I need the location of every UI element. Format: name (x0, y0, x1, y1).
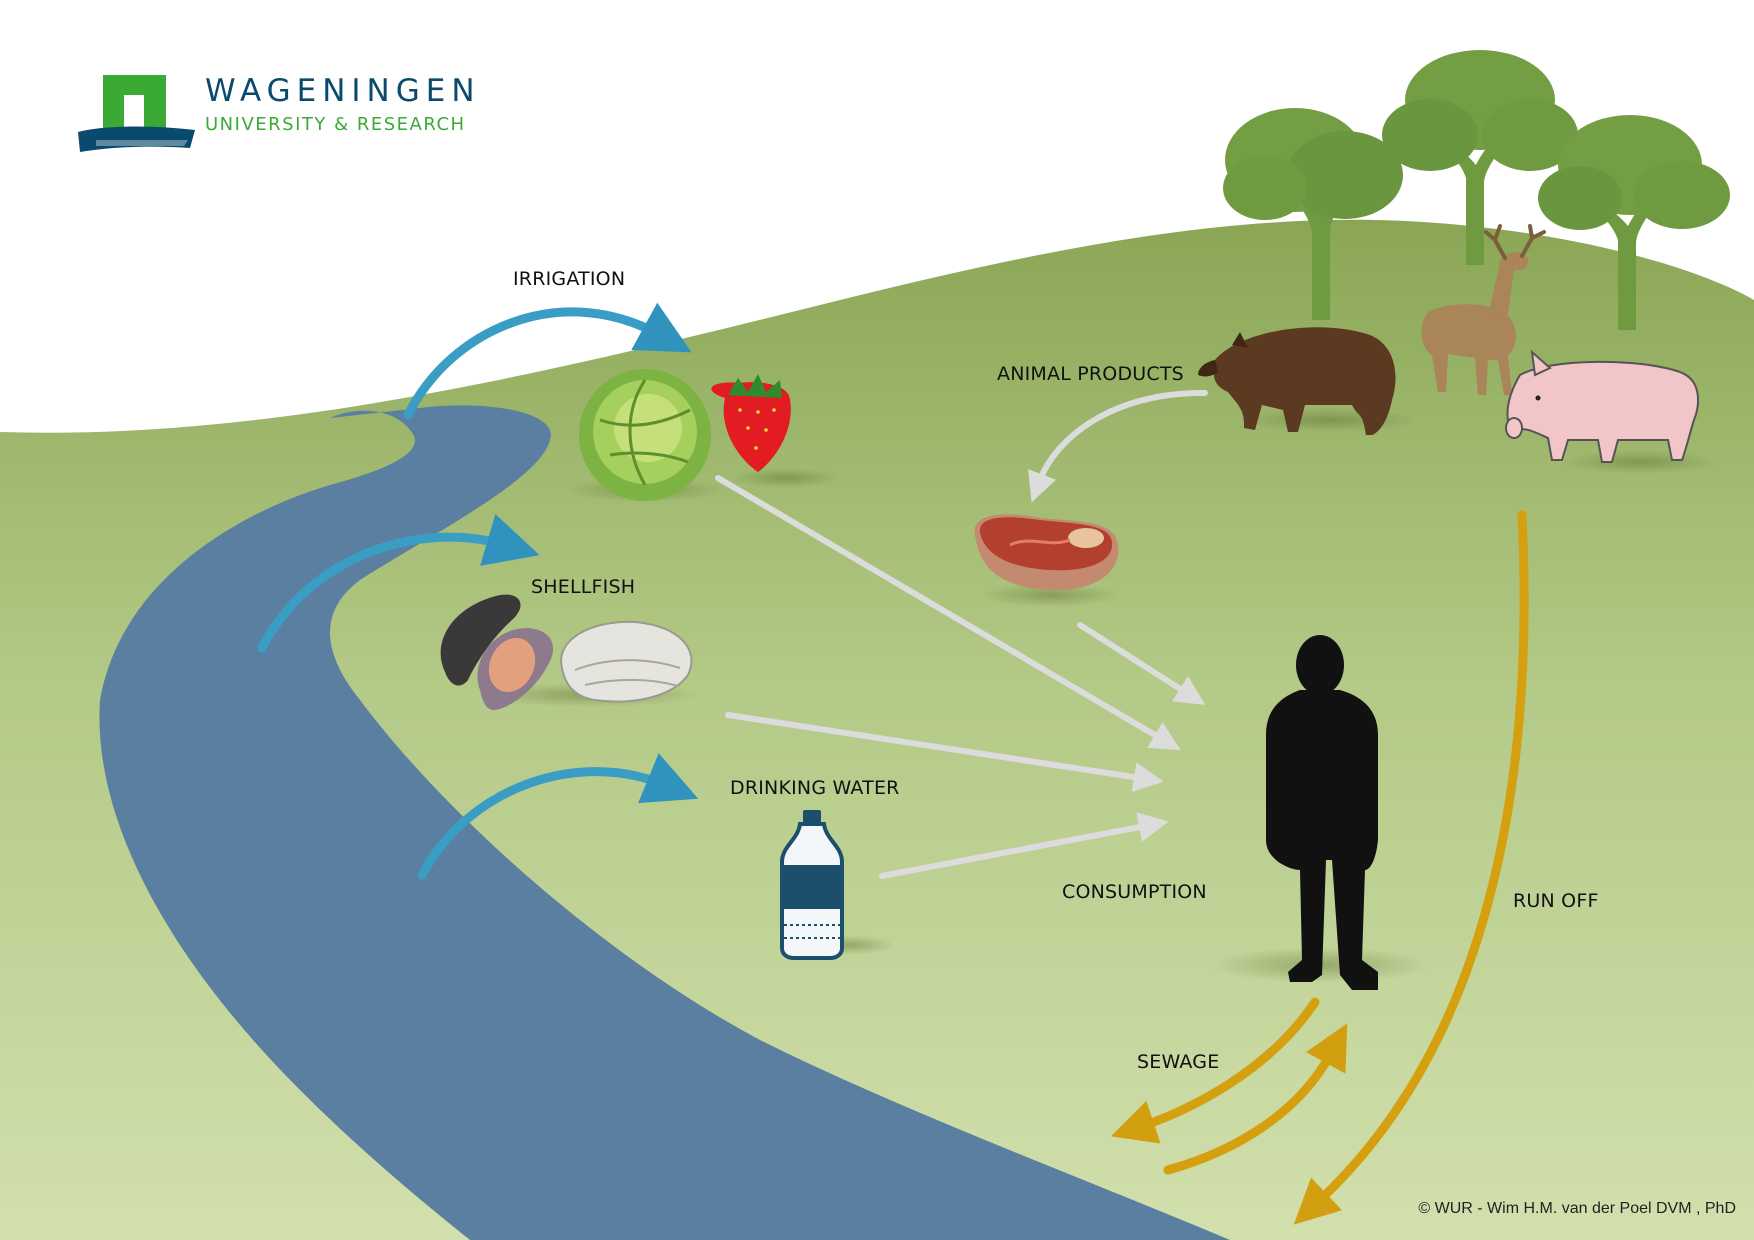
consumption-label: CONSUMPTION (1062, 881, 1207, 903)
irrigation-arrow (403, 302, 692, 420)
irrigation-label: IRRIGATION (513, 268, 626, 290)
shellfish-arrow (257, 514, 540, 653)
water-bottle-icon (780, 810, 844, 960)
tree-icon (1382, 50, 1578, 265)
logo-subtitle: UNIVERSITY & RESEARCH (205, 114, 466, 135)
logo-name: WAGENINGEN (205, 73, 481, 109)
meat-to-consumer-arrow (1077, 622, 1206, 705)
deer-icon (1421, 224, 1546, 395)
water-arrows (257, 302, 699, 880)
animal-products-label: ANIMAL PRODUCTS (997, 363, 1184, 385)
tree-icon (1538, 115, 1730, 330)
shellfish-label: SHELLFISH (531, 576, 636, 598)
steak-icon (974, 514, 1119, 591)
consumption-arrows (715, 389, 1208, 879)
lettuce-icon (579, 369, 711, 501)
river (99, 405, 1230, 1240)
sewage-label: SEWAGE (1137, 1051, 1220, 1073)
drinking-water-arrow (417, 753, 699, 880)
water-to-consumer-arrow (879, 812, 1169, 879)
shellfish-to-consumer-arrow (725, 712, 1164, 792)
sewage-out-arrow (1110, 997, 1320, 1144)
run-off-arrow (1293, 510, 1529, 1225)
tree-icon (1223, 108, 1403, 320)
runoff-sewage-arrows (1110, 510, 1529, 1225)
run-off-label: RUN OFF (1513, 890, 1599, 912)
pig-icon (1505, 349, 1699, 463)
animal-products-arrow (1028, 389, 1208, 503)
vegetables-to-consumer-arrow (715, 475, 1181, 751)
shellfish-icon (440, 594, 693, 711)
person-silhouette-icon (1266, 635, 1378, 990)
trees (1223, 50, 1730, 330)
copyright-notice: © WUR - Wim H.M. van der Poel DVM , PhD (1418, 1200, 1736, 1217)
strawberry-icon (711, 374, 791, 472)
sewage-in-arrow (1163, 1023, 1348, 1175)
wild-boar-icon (1198, 327, 1396, 435)
drinking-water-label: DRINKING WATER (730, 777, 900, 799)
wur-logo-icon (78, 75, 195, 152)
